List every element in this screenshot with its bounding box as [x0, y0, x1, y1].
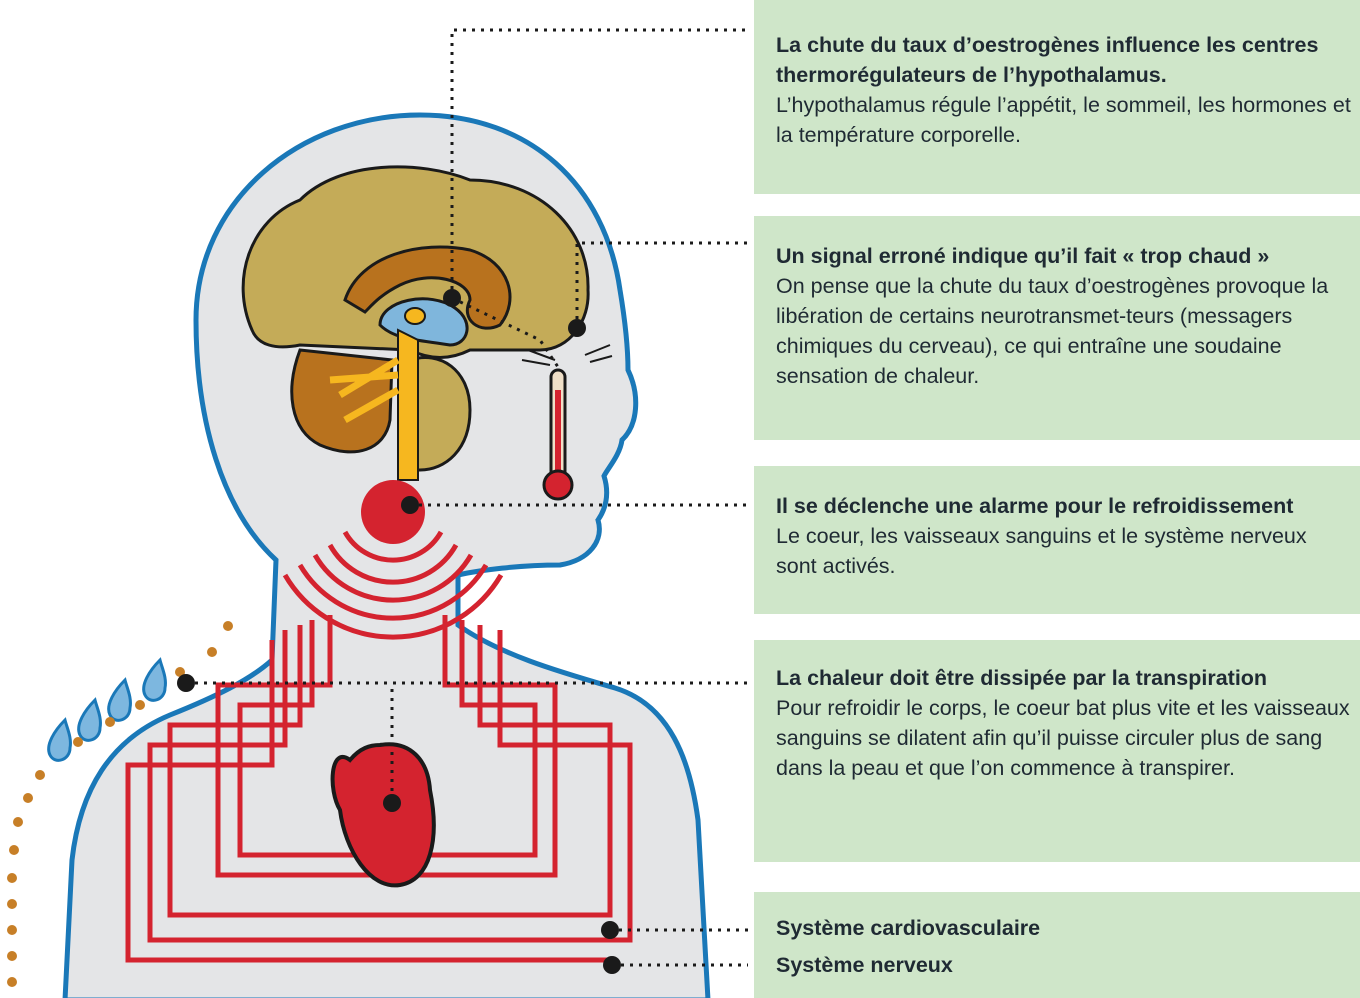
legend-box: Système cardiovasculaire Système nerveux: [754, 892, 1360, 998]
callout-text: L’hypothalamus régule l’appétit, le somm…: [776, 90, 1352, 150]
callout-alarm: Il se déclenche une alarme pour le refro…: [754, 466, 1360, 614]
callout-hypothalamus: La chute du taux d’oestrogènes influence…: [754, 0, 1360, 194]
callout-title: Un signal erroné indique qu’il fait « tr…: [776, 241, 1352, 271]
legend-cardio: Système cardiovasculaire: [776, 910, 1352, 947]
callout-text: Le coeur, les vaisseaux sanguins et le s…: [776, 521, 1352, 581]
callout-sweat: La chaleur doit être dissipée par la tra…: [754, 640, 1360, 862]
legend-nervous: Système nerveux: [776, 947, 1352, 984]
callout-text: Pour refroidir le corps, le coeur bat pl…: [776, 693, 1352, 783]
callout-title: La chaleur doit être dissipée par la tra…: [776, 663, 1352, 693]
callout-signal: Un signal erroné indique qu’il fait « tr…: [754, 216, 1360, 440]
callout-text: On pense que la chute du taux d’oestrogè…: [776, 271, 1352, 391]
callout-title: Il se déclenche une alarme pour le refro…: [776, 491, 1352, 521]
callout-title: La chute du taux d’oestrogènes influence…: [776, 30, 1352, 90]
